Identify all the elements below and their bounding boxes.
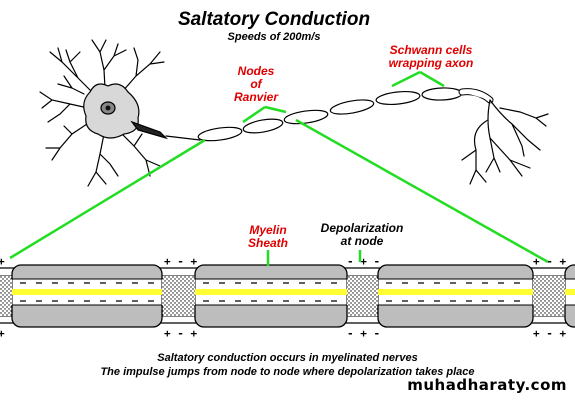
nodes-label-line1: Nodes — [237, 64, 275, 78]
schwann-cells-label: Schwann cells wrapping axon — [376, 44, 486, 70]
neuron-illustration — [39, 39, 549, 187]
svg-text:+: + — [0, 255, 5, 268]
nodes-label-line3: Ranvier — [233, 90, 279, 104]
schwann-label-line2: wrapping axon — [388, 56, 474, 70]
svg-text:- + -: - + - — [347, 327, 380, 340]
pointer-lines — [9, 70, 549, 266]
myelin-label-line2: Sheath — [247, 236, 288, 250]
zoomed-axon-section: ++ + - + + - + - + - - + - + - + + - + — [0, 255, 575, 340]
watermark: muhadharaty.com — [407, 376, 567, 394]
svg-text:+ - +: + - + — [164, 255, 197, 268]
diagram-subtitle: Speeds of 200m/s — [227, 31, 321, 43]
nodes-of-ranvier-label: Nodes of Ranvier — [226, 65, 286, 104]
membrane-charges-inner — [20, 282, 520, 302]
myelin-sheath-label: Myelin Sheath — [240, 224, 296, 250]
caption-line-1: Saltatory conduction occurs in myelinate… — [157, 352, 418, 364]
diagram-title: Saltatory Conduction — [177, 9, 371, 30]
myelin-label-line1: Myelin — [249, 223, 287, 237]
axon-core — [0, 289, 575, 295]
caption-line-2: The impulse jumps from node to node wher… — [100, 366, 475, 378]
svg-text:+: + — [0, 327, 5, 340]
svg-text:+ - +: + - + — [533, 327, 566, 340]
depol-label-line1: Depolarization — [320, 221, 404, 235]
myelinated-axon — [165, 87, 549, 185]
svg-text:- + -: - + - — [347, 255, 380, 268]
nodes-label-line2: of — [250, 77, 262, 91]
svg-text:+ - +: + - + — [164, 327, 197, 340]
dendrites — [39, 39, 165, 187]
depolarization-label: Depolarization at node — [314, 222, 410, 248]
depol-label-line2: at node — [340, 234, 384, 248]
schwann-label-line1: Schwann cells — [389, 43, 473, 57]
